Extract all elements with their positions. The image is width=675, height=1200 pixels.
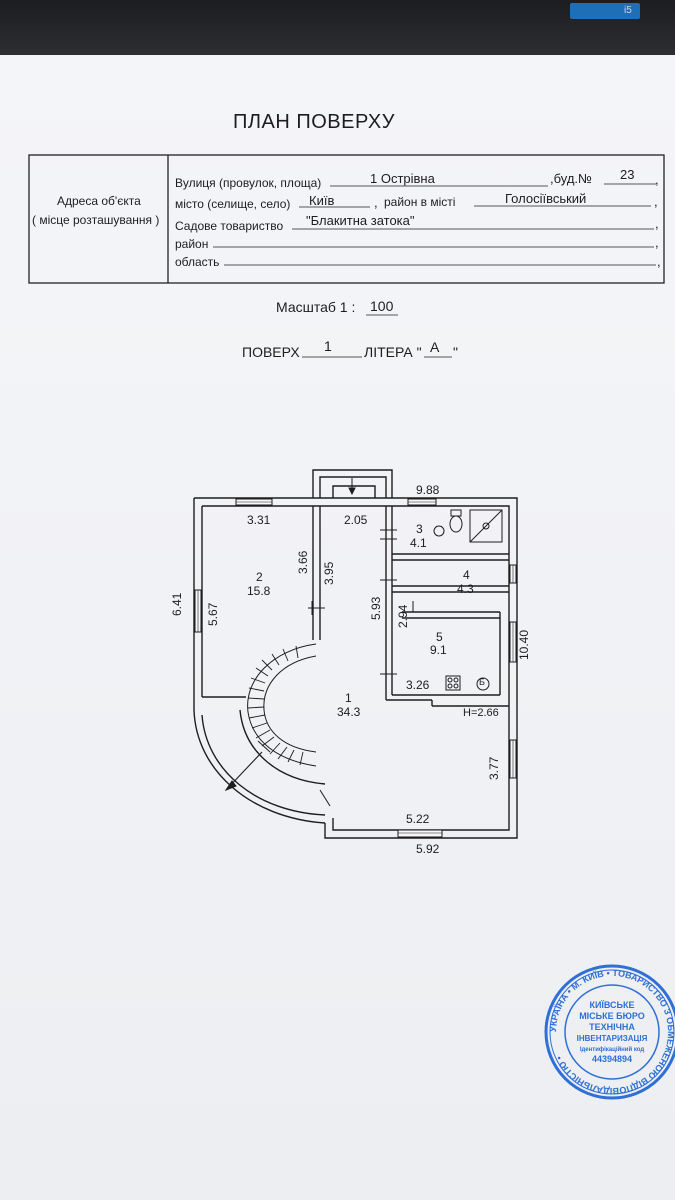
oblast-label: область — [175, 255, 220, 269]
dim-corridor-side: 3.95 — [322, 561, 336, 585]
screen-top-bezel: i5 — [0, 0, 675, 62]
floor-value: 1 — [324, 338, 332, 354]
status-chip — [570, 3, 640, 19]
dim-height: H=2.66 — [463, 707, 499, 719]
district-comma: , — [654, 194, 658, 209]
litera-close: " — [453, 344, 458, 360]
room-1-number: 1 — [345, 691, 352, 705]
dim-room5-side: 2.94 — [396, 604, 410, 628]
city-value: Київ — [309, 193, 335, 208]
floor-label: ПОВЕРХ — [242, 344, 300, 360]
dim-room2-top: 3.31 — [247, 513, 271, 527]
room-1-area: 34.3 — [337, 705, 361, 719]
society-value: "Блакитна затока" — [306, 213, 415, 228]
svg-text:УКРАЇНА • М. КИЇВ • ТОВАРИСТВО: УКРАЇНА • М. КИЇВ • ТОВАРИСТВО З ОБМЕЖЕН… — [548, 968, 675, 1096]
boiler-mark: Б — [479, 677, 485, 687]
room-2-number: 2 — [256, 570, 263, 584]
document-title: ПЛАН ПОВЕРХУ — [233, 111, 395, 133]
address-left-sublabel: ( місце розташування ) — [32, 213, 160, 227]
seal-line-4: ІНВЕНТАРИЗАЦІЯ — [577, 1034, 648, 1043]
dim-room2-inner: 3.66 — [296, 550, 310, 574]
dim-right-overall: 10.40 — [517, 629, 531, 660]
raion-comma: , — [655, 235, 659, 250]
dim-room2-side: 5.67 — [206, 602, 220, 626]
seal-line-3: ТЕХНІЧНА — [589, 1022, 635, 1032]
seal-ring-text: УКРАЇНА • М. КИЇВ • ТОВАРИСТВО З ОБМЕЖЕН… — [548, 968, 675, 1096]
dim-top-right: 9.88 — [416, 483, 440, 497]
seal-line-1: КИЇВСЬКЕ — [589, 1000, 634, 1010]
scale-value: 100 — [370, 298, 394, 314]
room-3-number: 3 — [416, 522, 423, 536]
building-comma: , — [655, 172, 659, 187]
seal-code: 44394894 — [592, 1054, 632, 1064]
address-left-label: Адреса об'єкта — [57, 194, 141, 208]
room-2-area: 15.8 — [247, 584, 271, 598]
seal-line-5: Ідентифікаційний код — [580, 1046, 645, 1053]
room-3-area: 4.1 — [410, 536, 427, 550]
city-label: місто (селище, село) — [175, 197, 291, 211]
dim-room5-bottom: 3.26 — [406, 678, 430, 692]
scale-label: Масштаб 1 : — [276, 299, 356, 315]
document-sheet — [0, 55, 675, 1200]
litera-value: А — [430, 339, 440, 355]
street-value: 1 Острівна — [370, 171, 435, 186]
oblast-comma: , — [657, 254, 661, 269]
dim-left-overall: 6.41 — [170, 592, 184, 616]
room-4-area: 4.3 — [457, 582, 474, 596]
dim-hall-right: 3.77 — [487, 756, 501, 780]
raion-label: район — [175, 237, 209, 251]
building-value: 23 — [620, 167, 635, 182]
dim-corridor-top: 2.05 — [344, 513, 368, 527]
city-comma: , — [374, 195, 378, 210]
dim-bottom-outer: 5.92 — [416, 842, 440, 856]
litera-label: ЛІТЕРА " — [364, 344, 422, 360]
seal-line-2: МІСЬКЕ БЮРО — [579, 1011, 645, 1021]
society-label: Садове товариство — [175, 219, 284, 233]
status-chip-icon: i5 — [624, 5, 632, 16]
district-value: Голосіївський — [505, 191, 587, 206]
dim-bottom-inner: 5.22 — [406, 812, 430, 826]
district-label: район в місті — [384, 195, 456, 209]
dim-room5-left: 5.93 — [369, 596, 383, 620]
official-seal: УКРАЇНА • М. КИЇВ • ТОВАРИСТВО З ОБМЕЖЕН… — [544, 964, 675, 1100]
room-5-area: 9.1 — [430, 643, 447, 657]
building-label: ,буд.№ — [550, 171, 592, 186]
society-comma: , — [655, 216, 659, 231]
street-label: Вулиця (провулок, площа) — [175, 176, 322, 190]
room-4-number: 4 — [463, 568, 470, 582]
room-5-number: 5 — [436, 630, 443, 644]
